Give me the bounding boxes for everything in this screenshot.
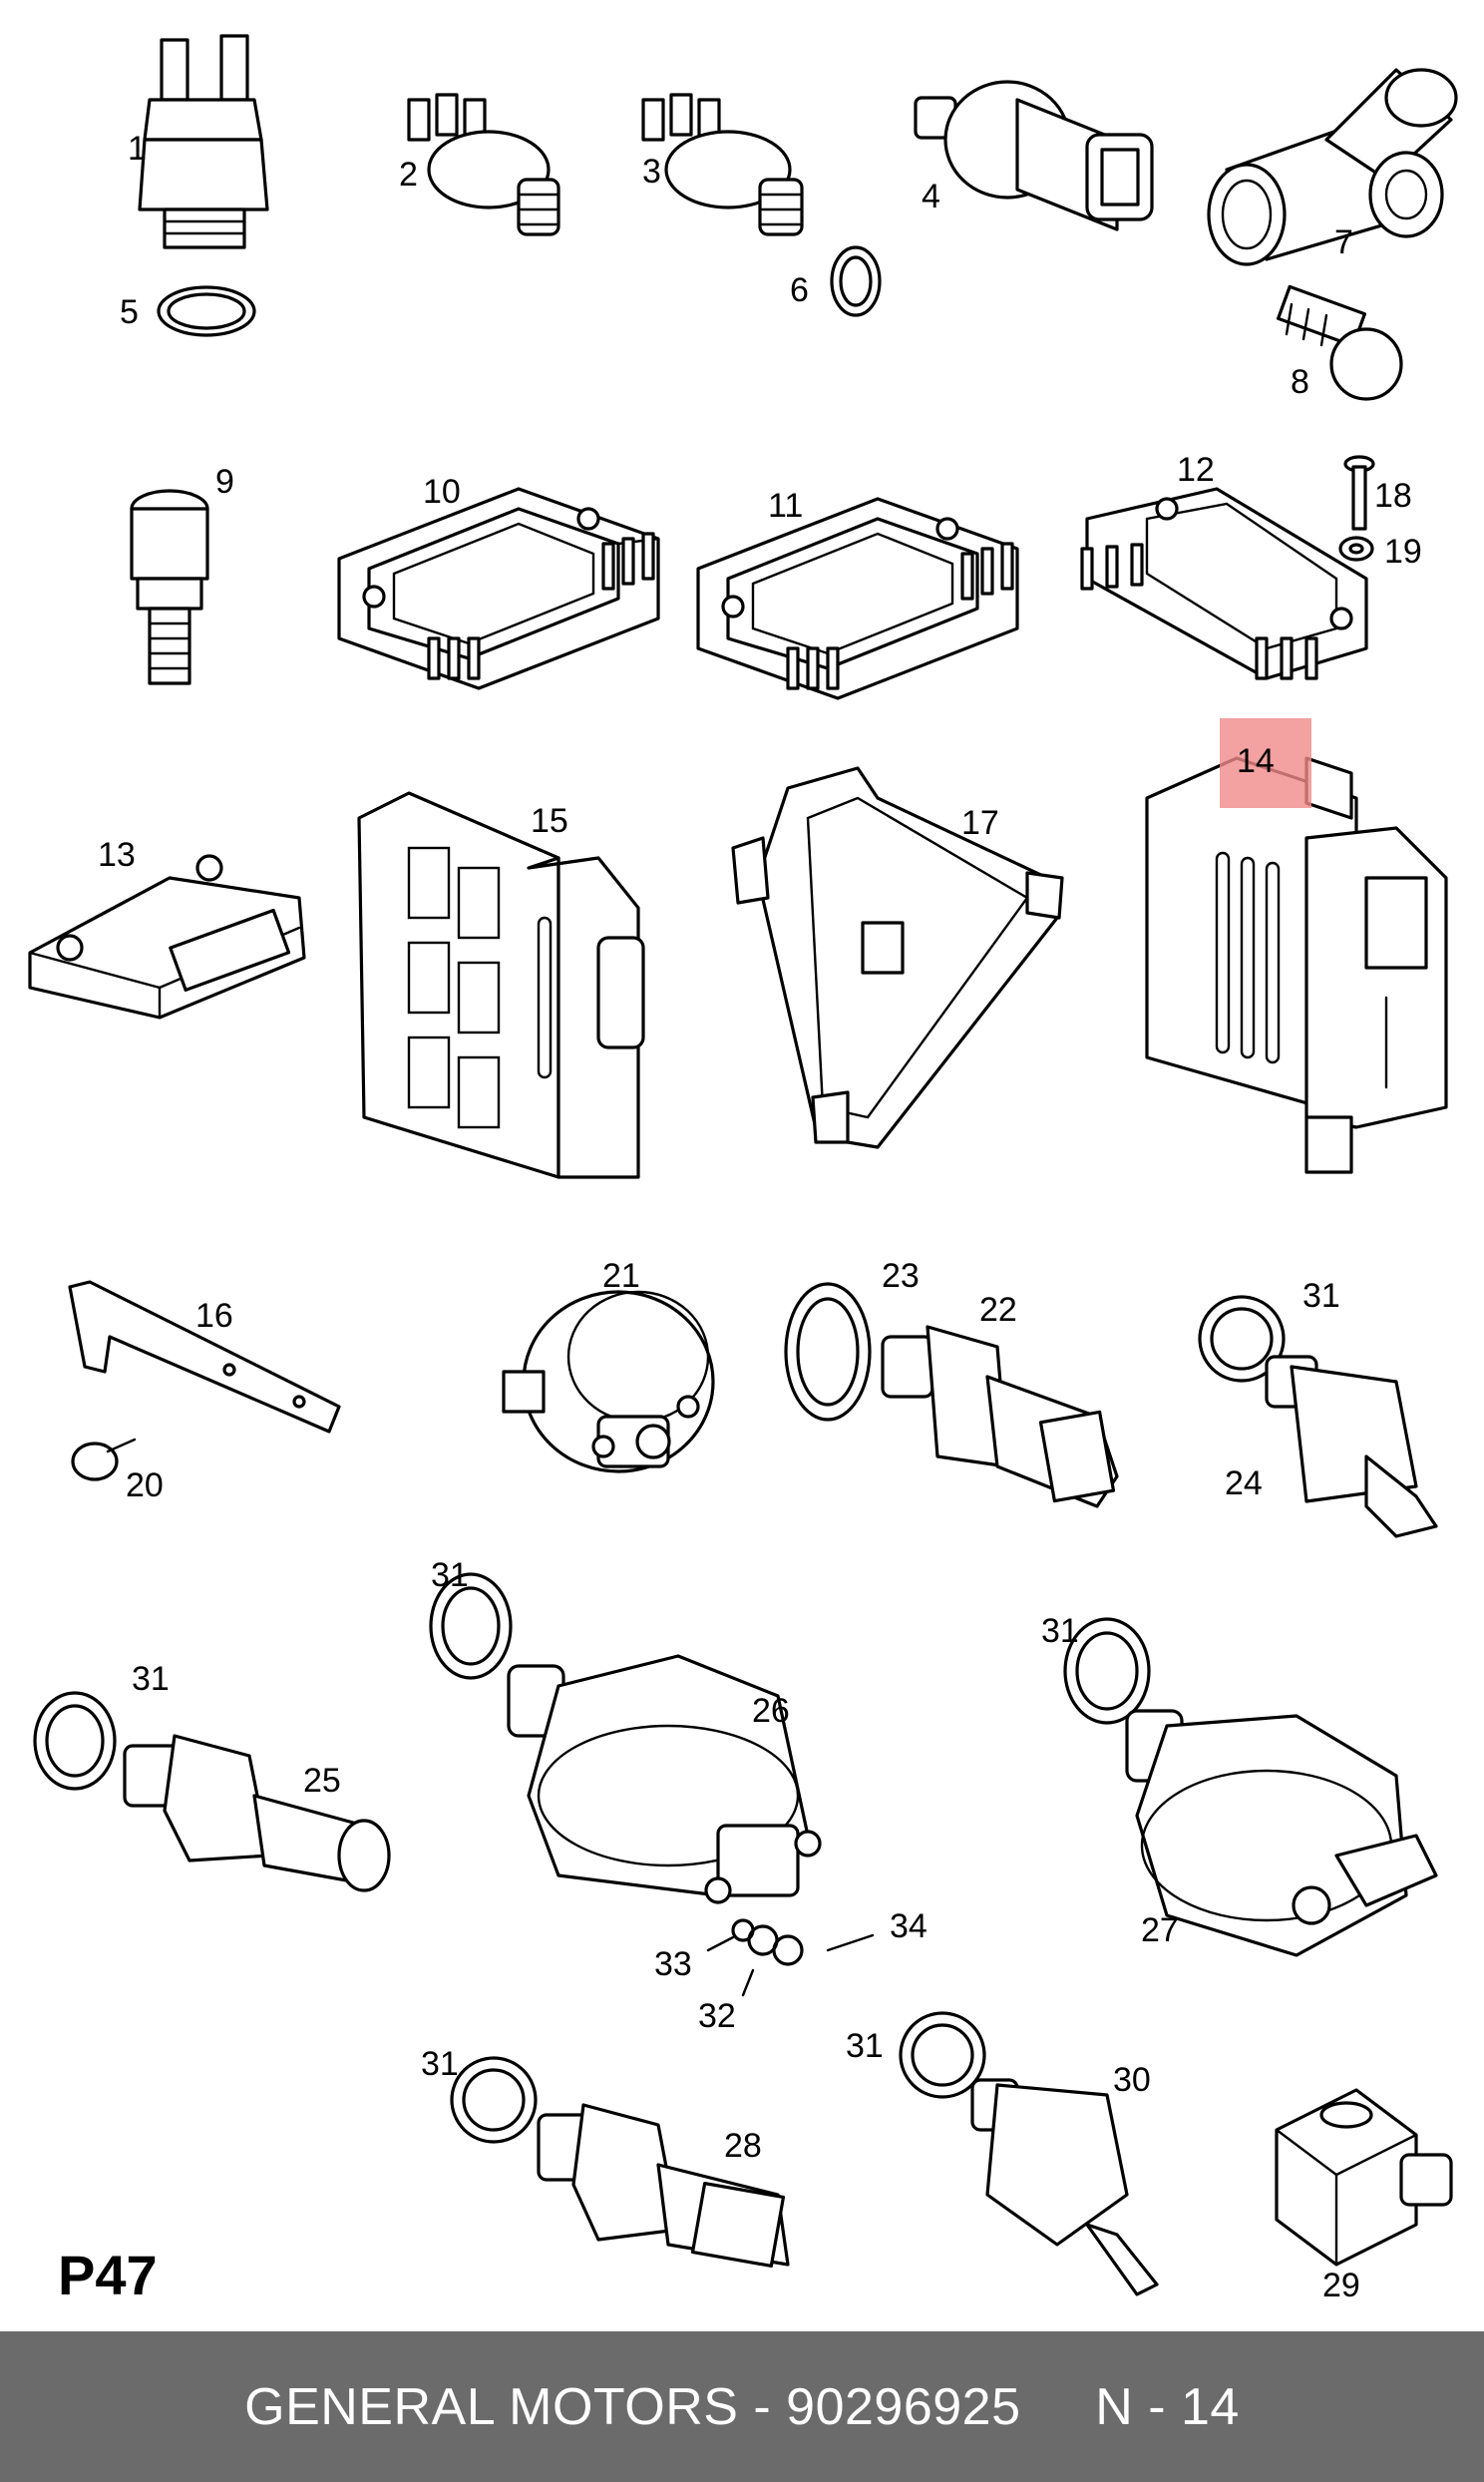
part-31-ring-c bbox=[33, 1691, 117, 1791]
label-19: 19 bbox=[1384, 533, 1422, 571]
label-13: 13 bbox=[98, 836, 136, 874]
label-22: 22 bbox=[979, 1291, 1017, 1329]
part-21-switch bbox=[502, 1290, 715, 1473]
label-31-e: 31 bbox=[421, 2045, 459, 2083]
label-6: 6 bbox=[790, 271, 809, 309]
label-16: 16 bbox=[195, 1297, 233, 1335]
label-30: 30 bbox=[1113, 2061, 1151, 2099]
part-20-screw bbox=[71, 1438, 137, 1481]
part-10-module bbox=[337, 487, 660, 690]
part-8-bolt bbox=[1276, 284, 1403, 401]
footer-text: GENERAL MOTORS - 90296925 N - 14 bbox=[244, 2377, 1240, 2436]
label-24: 24 bbox=[1225, 1464, 1263, 1502]
part-5-ring bbox=[157, 285, 256, 337]
label-23: 23 bbox=[882, 1257, 920, 1295]
part-19-washer bbox=[1338, 536, 1374, 562]
part-30-sensor bbox=[970, 2078, 1159, 2296]
part-15-ecu bbox=[357, 791, 645, 1179]
part-4-sensor bbox=[914, 80, 1154, 231]
label-31-f: 31 bbox=[846, 2027, 884, 2065]
label-9: 9 bbox=[215, 463, 234, 501]
part-22-sensor bbox=[881, 1325, 1119, 1508]
part-31-ring-a bbox=[1198, 1295, 1286, 1383]
label-20: 20 bbox=[126, 1466, 164, 1504]
label-29: 29 bbox=[1322, 2267, 1360, 2304]
label-1: 1 bbox=[128, 130, 147, 168]
label-10: 10 bbox=[423, 473, 461, 511]
part-34-nut bbox=[772, 1934, 804, 1966]
part-29-fitting bbox=[1275, 2088, 1453, 2267]
label-14: 14 bbox=[1237, 742, 1275, 780]
label-4: 4 bbox=[922, 178, 940, 215]
part-31-ring-b bbox=[429, 1572, 513, 1680]
label-2: 2 bbox=[399, 156, 418, 194]
label-12: 12 bbox=[1177, 451, 1215, 489]
part-25-sensor bbox=[123, 1734, 391, 1892]
part-17-bracket bbox=[731, 766, 1064, 1149]
label-3: 3 bbox=[642, 153, 661, 191]
part-16-strap bbox=[68, 1280, 341, 1434]
footer-bar: GENERAL MOTORS - 90296925 N - 14 bbox=[0, 2331, 1484, 2482]
part-7-tee bbox=[1207, 68, 1458, 266]
label-18: 18 bbox=[1374, 477, 1412, 515]
part-23-ring bbox=[784, 1282, 872, 1422]
part-1-switch bbox=[138, 34, 269, 249]
parts-diagram: 1 2 3 4 5 6 7 8 9 10 11 12 13 14 15 16 1… bbox=[28, 34, 1458, 2304]
part-6-ring bbox=[830, 245, 882, 317]
part-24-sensor bbox=[1265, 1355, 1438, 1538]
label-8: 8 bbox=[1291, 363, 1309, 401]
part-2-sensor bbox=[407, 93, 560, 236]
part-3-sensor bbox=[641, 93, 804, 236]
label-31-b: 31 bbox=[431, 1556, 469, 1594]
label-5: 5 bbox=[120, 293, 139, 331]
label-11: 11 bbox=[768, 487, 803, 525]
part-26-sender bbox=[507, 1654, 822, 1904]
label-27: 27 bbox=[1141, 1911, 1179, 1949]
label-34: 34 bbox=[890, 1907, 928, 1945]
label-31-a: 31 bbox=[1302, 1277, 1340, 1315]
label-31-c: 31 bbox=[132, 1660, 170, 1698]
label-28: 28 bbox=[724, 2127, 762, 2165]
part-31-ring-f bbox=[899, 2011, 986, 2099]
part-13-module bbox=[28, 854, 306, 1020]
label-7: 7 bbox=[1334, 223, 1353, 261]
part-9-adapter bbox=[130, 489, 209, 685]
part-14-control-unit bbox=[1145, 756, 1448, 1174]
label-32: 32 bbox=[698, 1997, 736, 2035]
label-21: 21 bbox=[602, 1257, 640, 1295]
part-14-highlight bbox=[1220, 718, 1311, 808]
part-12-module bbox=[1080, 487, 1368, 680]
part-27-sender bbox=[1125, 1709, 1438, 1957]
label-25: 25 bbox=[303, 1762, 341, 1800]
part-28-sensor bbox=[537, 2103, 790, 2269]
part-11-module bbox=[696, 497, 1019, 700]
part-31-ring-d bbox=[1063, 1617, 1151, 1725]
label-26: 26 bbox=[752, 1692, 790, 1730]
part-18-screw bbox=[1343, 455, 1375, 531]
label-15: 15 bbox=[531, 802, 568, 840]
page-code: P47 bbox=[58, 2244, 158, 2306]
part-31-ring-e bbox=[450, 2056, 538, 2144]
label-33: 33 bbox=[654, 1945, 692, 1983]
label-31-d: 31 bbox=[1041, 1612, 1079, 1650]
label-17: 17 bbox=[961, 804, 999, 842]
